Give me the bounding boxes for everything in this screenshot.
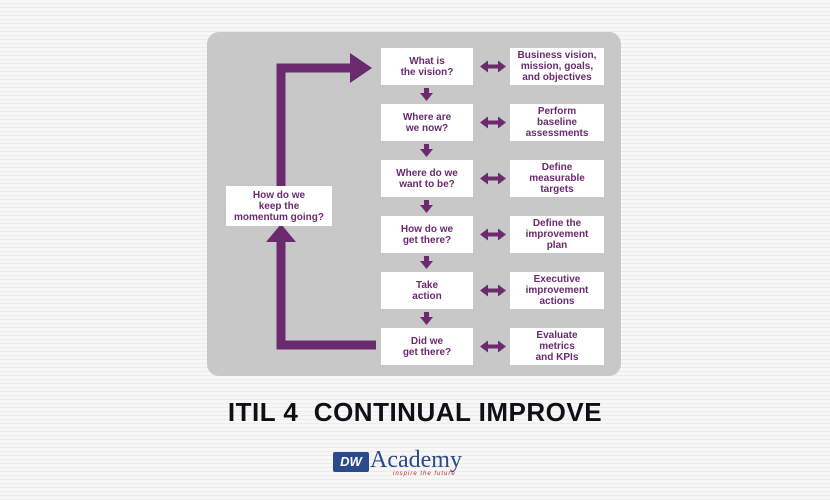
down-arrow [420,88,433,101]
question-text: What is the vision? [400,55,454,78]
loop-label: How do we keep the momentum going? [234,189,324,223]
action-text: Evaluate metrics and KPIs [535,330,579,363]
question-text: Take action [412,279,442,302]
loop-arrow-upper-head [350,53,372,83]
action-text: Perform baseline assessments [525,106,589,139]
question-box: Did we get there? [381,328,473,365]
logo-badge: DW [333,452,369,472]
double-arrow [480,340,506,353]
double-arrow [480,228,506,241]
question-box: Take action [381,272,473,309]
loop-arrow-upper [276,63,352,187]
action-box: Business vision, mission, goals, and obj… [510,48,604,85]
action-box: Define measurable targets [510,160,604,197]
question-text: Where do we want to be? [396,167,458,190]
down-arrow [420,144,433,157]
action-text: Define the improvement plan [525,218,589,251]
action-box: Executive improvement actions [510,272,604,309]
action-box: Evaluate metrics and KPIs [510,328,604,365]
question-box: What is the vision? [381,48,473,85]
double-arrow [480,116,506,129]
question-text: Where are we now? [402,111,452,134]
down-arrow [420,312,433,325]
action-box: Perform baseline assessments [510,104,604,141]
action-text: Define measurable targets [529,162,585,195]
question-text: How do we get there? [400,223,454,246]
loop-arrow-lower-head [266,224,296,242]
question-box: How do we get there? [381,216,473,253]
question-text: Did we get there? [402,335,452,358]
double-arrow [480,172,506,185]
page-title: ITIL 4 CONTINUAL IMPROVE [227,397,603,427]
loop-label-box: How do we keep the momentum going? [226,186,332,226]
double-arrow [480,284,506,297]
down-arrow [420,200,433,213]
down-arrow [420,256,433,269]
question-box: Where are we now? [381,104,473,141]
loop-arrow-lower [276,240,376,350]
action-text: Business vision, mission, goals, and obj… [517,50,597,83]
question-box: Where do we want to be? [381,160,473,197]
logo-word: Academy [370,447,462,473]
dw-academy-logo: DW Academy inspire the future [333,447,503,480]
action-box: Define the improvement plan [510,216,604,253]
logo-tagline: inspire the future [393,471,456,477]
double-arrow [480,60,506,73]
action-text: Executive improvement actions [525,274,589,307]
